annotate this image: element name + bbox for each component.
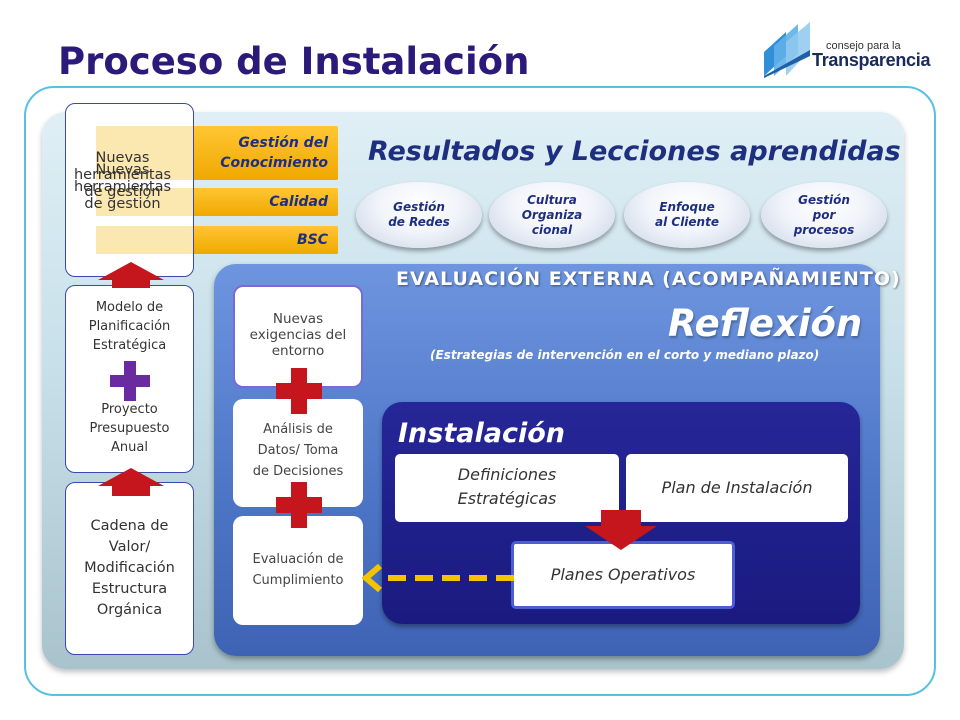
gold-bar-quality-overlay: Calidad bbox=[195, 188, 338, 216]
logo-name: Transparencia bbox=[812, 50, 931, 70]
gold-fade-3 bbox=[96, 226, 193, 254]
oval-customer-focus: Enfoque al Cliente bbox=[624, 182, 750, 248]
planning-model-label: Modelo de Planificación Estratégica bbox=[88, 300, 171, 353]
value-chain-label: Cadena de Valor/ Modificación Estructura… bbox=[84, 518, 175, 618]
logo-tagline: consejo para la bbox=[826, 40, 901, 52]
oval-organizational-culture: Cultura Organiza cional bbox=[489, 182, 615, 248]
external-evaluation-title: EVALUACIÓN EXTERNA (ACOMPAÑAMIENTO) bbox=[396, 268, 901, 290]
gold-bar-bsc-overlay: BSC bbox=[195, 226, 338, 254]
up-arrow-icon bbox=[98, 468, 164, 496]
new-tools-text: Nuevas herramientas de gestión bbox=[73, 150, 172, 200]
results-title: Resultados y Lecciones aprendidas bbox=[368, 136, 901, 167]
dashed-left-arrow-icon bbox=[361, 563, 516, 593]
installation-plan-box: Plan de Instalación bbox=[626, 454, 848, 522]
oval-process-management: Gestión por procesos bbox=[761, 182, 887, 248]
budget-label: Proyecto Presupuesto Anual bbox=[89, 402, 170, 455]
gold-bar-knowledge-overlay: Gestión del Conocimiento bbox=[195, 126, 338, 180]
installation-title: Instalación bbox=[398, 418, 565, 449]
gold-fade-1 bbox=[96, 126, 193, 180]
page-title: Proceso de Instalación bbox=[58, 40, 530, 83]
plus-icon bbox=[276, 482, 322, 528]
value-chain-box: Cadena de Valor/ Modificación Estructura… bbox=[65, 482, 194, 655]
reflexion-subtitle: (Estrategias de intervención en el corto… bbox=[430, 348, 820, 362]
down-arrow-icon bbox=[585, 510, 657, 550]
plus-icon bbox=[110, 361, 150, 401]
reflexion-title: Reflexión bbox=[668, 302, 863, 345]
up-arrow-icon bbox=[98, 262, 164, 288]
gold-fade-2 bbox=[96, 188, 193, 216]
plus-icon bbox=[276, 368, 322, 414]
new-tools-label: Nuevas herramientas de gestión bbox=[73, 162, 172, 212]
oval-network-management: Gestión de Redes bbox=[356, 182, 482, 248]
strategic-definitions-box: Definiciones Estratégicas bbox=[395, 454, 619, 522]
transparency-logo-icon bbox=[764, 22, 810, 78]
operative-plans-box: Planes Operativos bbox=[511, 541, 735, 609]
compliance-evaluation-box: Evaluación de Cumplimiento bbox=[233, 516, 363, 625]
